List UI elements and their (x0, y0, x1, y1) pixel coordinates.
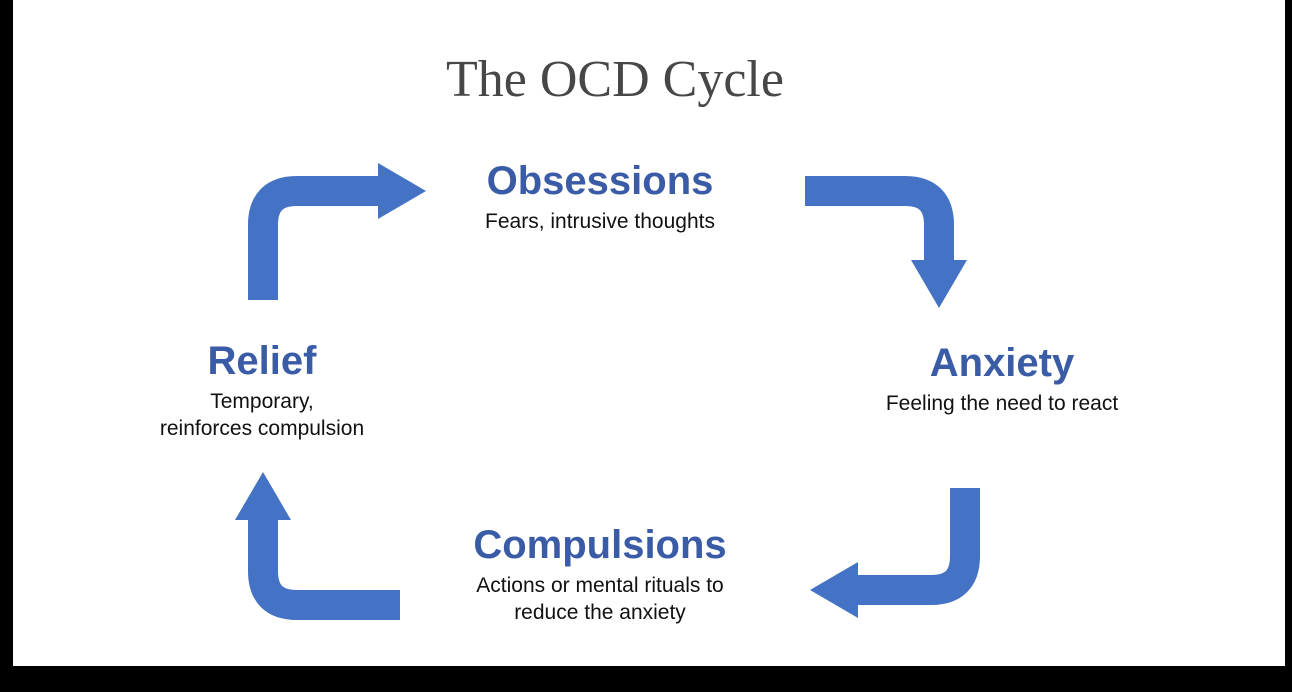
frame-edge-left (0, 0, 13, 692)
node-compulsions: Compulsions Actions or mental rituals to… (473, 522, 726, 627)
node-anxiety: Anxiety Feeling the need to react (886, 340, 1118, 417)
frame-edge-right (1285, 0, 1292, 692)
node-obsessions-label: Obsessions (486, 159, 714, 203)
node-anxiety-description: Feeling the need to react (885, 392, 1119, 415)
node-compulsions-label: Compulsions (473, 523, 727, 567)
node-compulsions-description: Actions or mental rituals to reduce the … (476, 574, 724, 625)
node-obsessions-description: Fears, intrusive thoughts (485, 210, 715, 233)
arrow-compulsions-to-relief-icon (235, 472, 400, 620)
arrow-anxiety-to-compulsions-icon (810, 488, 980, 618)
node-relief-label: Relief (207, 339, 317, 383)
node-anxiety-label: Anxiety (929, 341, 1075, 385)
node-obsessions: Obsessions Fears, intrusive thoughts (485, 158, 715, 235)
node-relief: Relief Temporary, reinforces compulsion (160, 338, 364, 443)
node-relief-description: Temporary, reinforces compulsion (159, 390, 365, 441)
arrow-relief-to-obsessions-icon (248, 163, 426, 300)
page-title: The OCD Cycle (446, 51, 784, 108)
arrow-obsessions-to-anxiety-icon (805, 176, 967, 308)
frame-edge-bottom (0, 666, 1292, 692)
